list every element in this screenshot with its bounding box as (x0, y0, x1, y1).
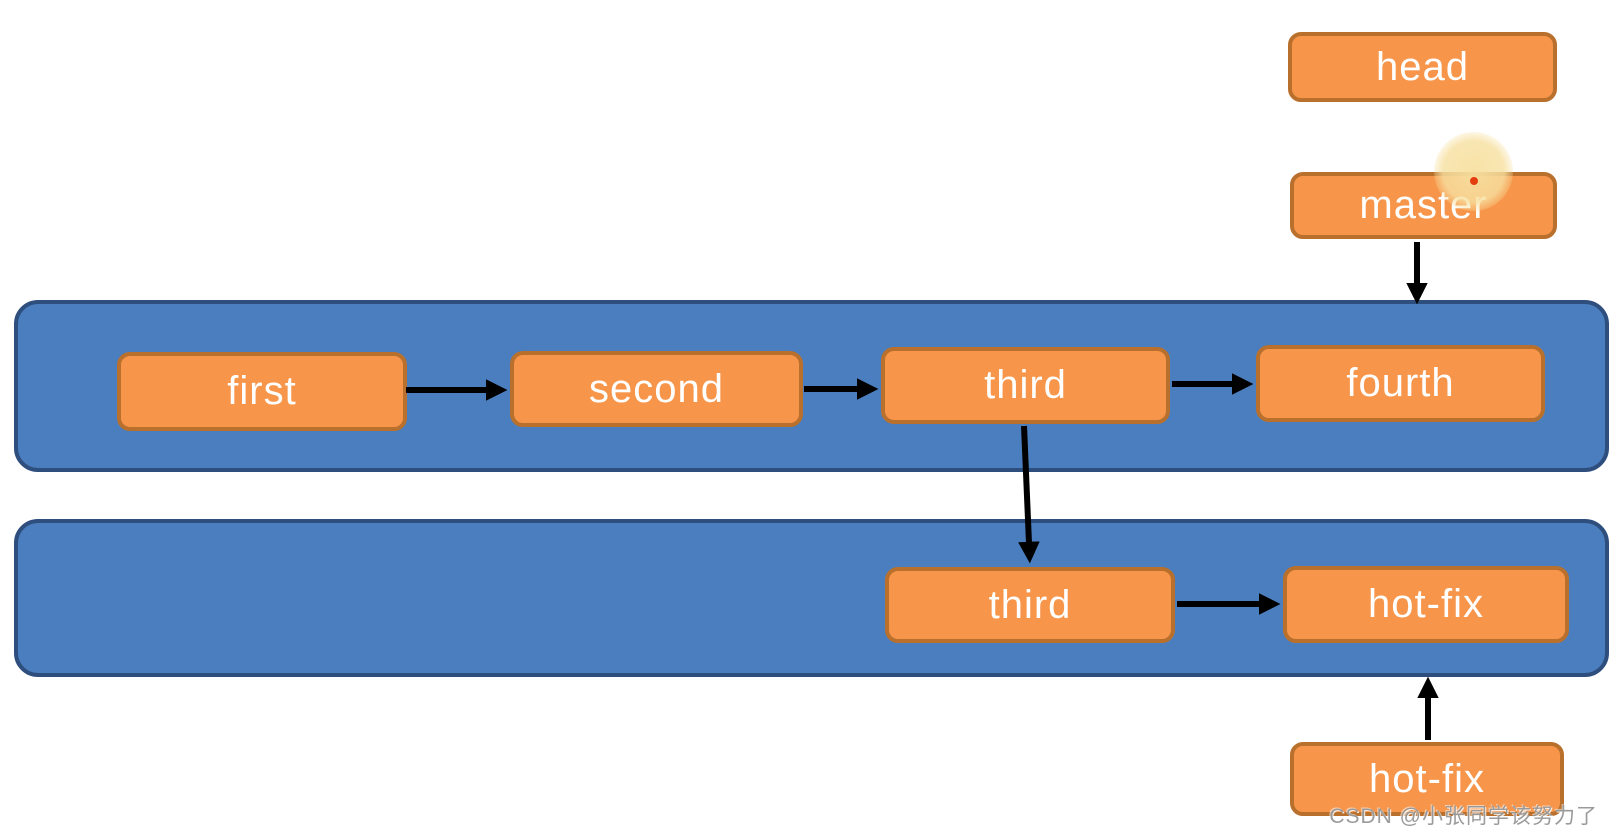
commit-second-box: second (510, 351, 803, 427)
commit-third-hotfix-box: third (885, 567, 1175, 643)
csdn-watermark: CSDN @小张同学该努力了 (1329, 805, 1598, 828)
commit-fourth-box: fourth (1256, 345, 1545, 422)
head-pointer-box: head (1288, 32, 1557, 102)
commit-first-box: first (117, 352, 407, 431)
hotfix-pointer-box: hot-fix (1290, 742, 1564, 816)
commit-third-hotfix-label: third (988, 582, 1072, 627)
head-pointer-label: head (1376, 44, 1469, 89)
commit-hotfix-box: hot-fix (1283, 566, 1569, 643)
commit-third-master-label: third (984, 363, 1067, 407)
hotfix-pointer-label: hot-fix (1369, 756, 1485, 801)
commit-first-label: first (227, 369, 297, 413)
laser-dot-icon (1470, 177, 1478, 185)
commit-third-master-box: third (881, 347, 1170, 424)
highlight-glow-icon (1434, 132, 1513, 211)
master-pointer-box: master (1290, 172, 1557, 239)
commit-second-label: second (589, 366, 724, 411)
commit-fourth-label: fourth (1346, 361, 1455, 405)
commit-hotfix-label: hot-fix (1368, 582, 1484, 626)
